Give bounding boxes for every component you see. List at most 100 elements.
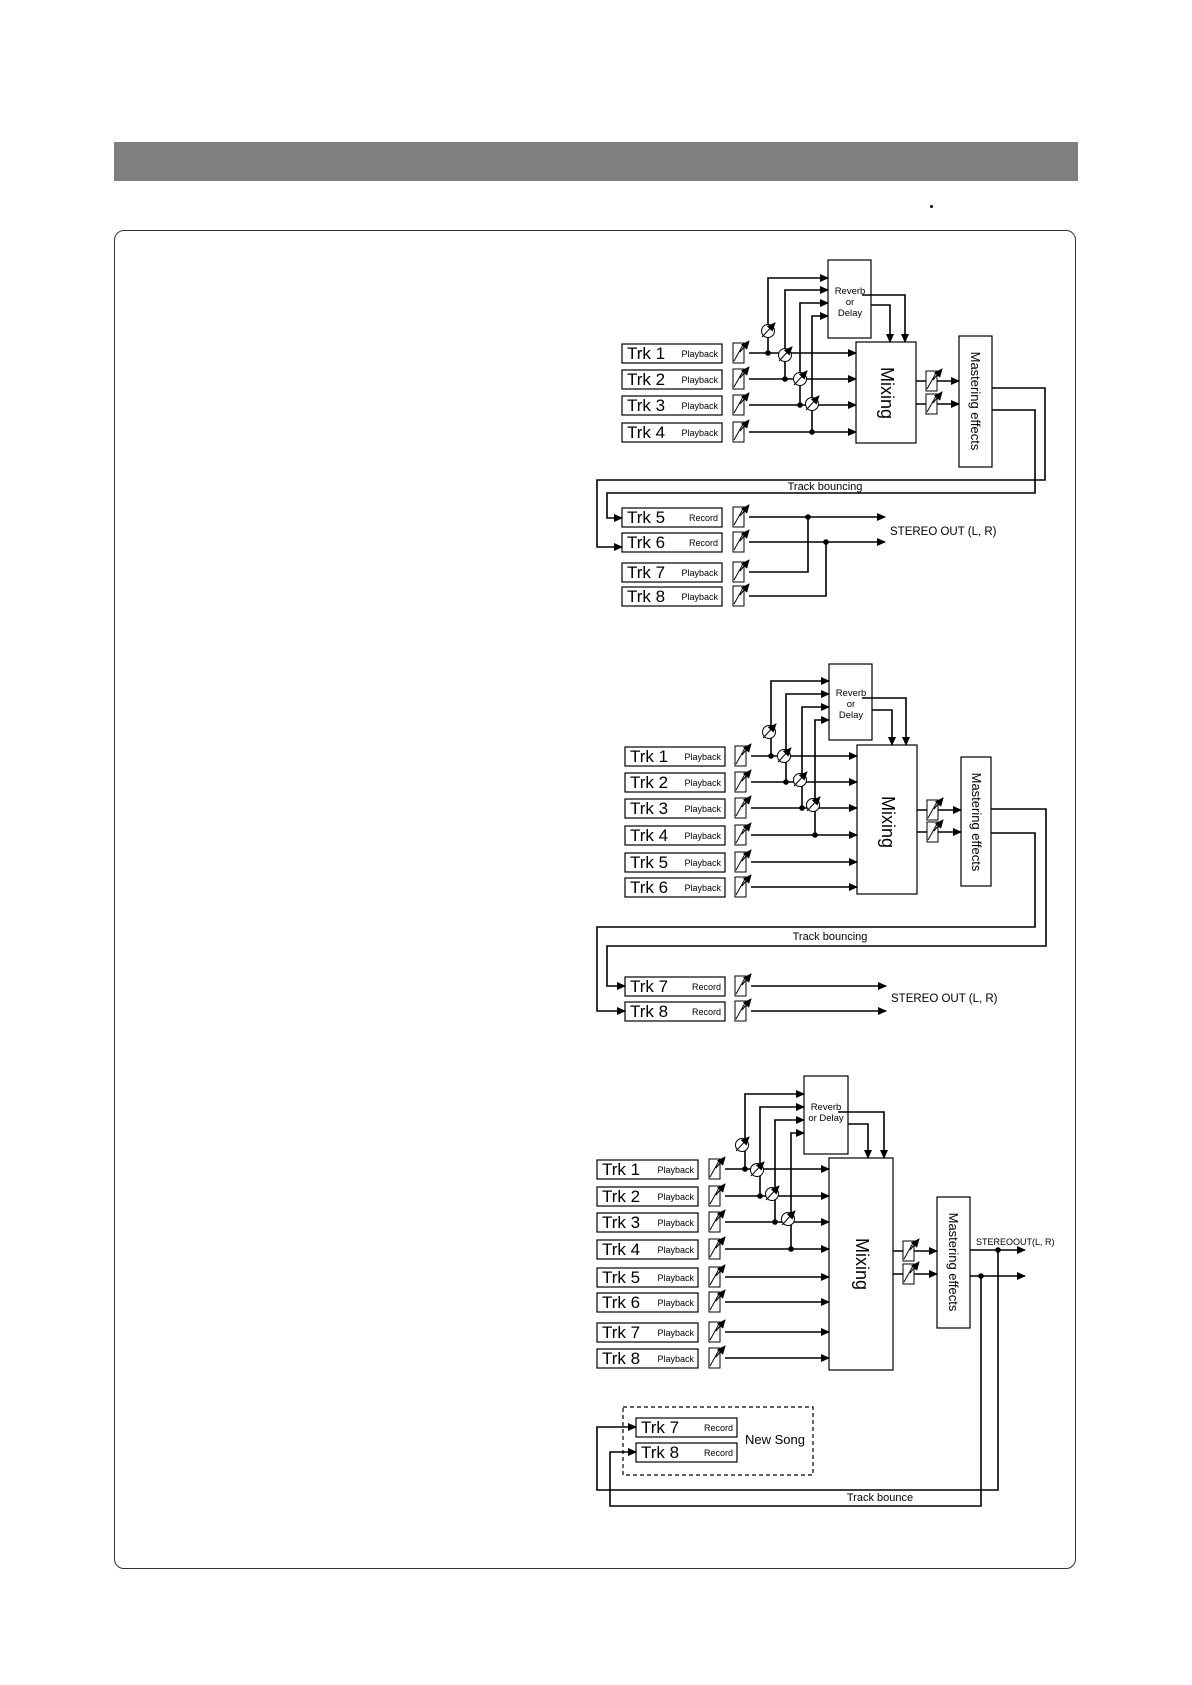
- fader-knob-arrow: [932, 368, 943, 381]
- diagrams.2-track-mode-5: Playback: [657, 1273, 694, 1283]
- diagrams.2-track-box-3: [596, 1212, 699, 1233]
- diagrams.0-track-box-8: [621, 586, 723, 607]
- diagrams.2-track-name-3: Trk 3: [602, 1213, 640, 1232]
- send-knob-arrow: [793, 771, 808, 787]
- diagrams.1-track-mode-3: Playback: [684, 804, 721, 814]
- trk7-to-out-l: [749, 517, 809, 573]
- send-to-reverb: [811, 312, 829, 432]
- fader-knob-arrow: [715, 1209, 726, 1222]
- mixing-block: [828, 1157, 894, 1371]
- diagrams.2-track-name-1: Trk 1: [602, 1160, 640, 1179]
- diagrams.0-track-mode-7: Playback: [681, 568, 718, 578]
- track-bounce-path-l: [596, 1250, 999, 1491]
- diagrams.2-track-box-2: [596, 1186, 699, 1207]
- mixing-block: [855, 341, 917, 444]
- send-knob-arrow: [778, 346, 793, 362]
- or-label: or: [847, 699, 855, 710]
- mastering-effects-block: [958, 335, 993, 468]
- diagrams.1-track-name-6: Trk 6: [630, 878, 668, 897]
- fader-knob-arrow: [741, 849, 752, 862]
- mastering-effects-block: [960, 756, 992, 887]
- track-bouncing-path-r: [596, 832, 1036, 1015]
- send-to-reverb: [774, 1116, 805, 1222]
- fader-knob-arrow: [739, 559, 750, 572]
- diagrams.0-track-box-1: [621, 343, 723, 364]
- diagrams.0-track-name-6: Trk 6: [627, 533, 665, 552]
- send-knob-arrow: [806, 796, 821, 812]
- diagrams.2-track-name-6: Trk 6: [602, 1293, 640, 1312]
- diagrams.0-track-box-4: [621, 422, 723, 443]
- fader-knob-arrow: [739, 366, 750, 379]
- send-to-reverb: [790, 1129, 805, 1249]
- new-song-track-name-2: Trk 8: [641, 1443, 679, 1462]
- fader-knob-arrow: [932, 391, 943, 404]
- diagrams.2-track-mode-6: Playback: [657, 1298, 694, 1308]
- reverb-delay-block: [828, 663, 873, 741]
- diagrams.0-track-name-5: Trk 5: [627, 508, 665, 527]
- mixing-label: Mixing: [877, 367, 897, 419]
- track-bouncing-label: Track bouncing: [793, 931, 868, 943]
- diagrams.1-track-name-4: Trk 4: [630, 826, 668, 845]
- diagrams.1-track-name-7: Trk 7: [630, 977, 668, 996]
- fader-knob-arrow: [739, 504, 750, 517]
- mixing-block: [856, 744, 918, 895]
- stereo-out-label: STEREO OUT (L, R): [890, 526, 997, 538]
- send-to-reverb: [799, 299, 829, 405]
- send-to-reverb: [814, 716, 830, 835]
- diagrams.0-track-box-6: [621, 532, 723, 553]
- mastering-label: Mastering effects: [968, 352, 983, 451]
- fader-knob-arrow: [715, 1236, 726, 1249]
- diagrams.2-track-box-7: [596, 1322, 699, 1343]
- or-label: or: [846, 297, 854, 308]
- diagrams.1-track-name-1: Trk 1: [630, 747, 668, 766]
- diagrams.0-track-box-3: [621, 395, 723, 416]
- diagrams.2-track-mode-1: Playback: [657, 1165, 694, 1175]
- section-header-bar: [114, 142, 1078, 181]
- diagrams.0-track-name-8: Trk 8: [627, 587, 665, 606]
- send-knob-arrow: [777, 747, 792, 763]
- fader-knob-arrow: [739, 340, 750, 353]
- send-knob-arrow: [793, 370, 808, 386]
- fader-knob-arrow: [741, 769, 752, 782]
- fader-knob-arrow: [715, 1183, 726, 1196]
- fader-knob-arrow: [741, 822, 752, 835]
- mastering-effects-block: [936, 1196, 971, 1329]
- diagrams.2-track-box-5: [596, 1267, 699, 1288]
- diagrams.0-track-name-2: Trk 2: [627, 370, 665, 389]
- fader-knob-arrow: [715, 1264, 726, 1277]
- diagrams.0-track-box-7: [621, 562, 723, 583]
- diagrams.1-track-box-5: [624, 852, 726, 873]
- diagrams.1-track-mode-5: Playback: [684, 858, 721, 868]
- diagrams.0-track-mode-3: Playback: [681, 401, 718, 411]
- diagrams.1-track-box-3: [624, 798, 726, 819]
- track-bouncing-path-r: [606, 409, 1036, 522]
- trk8-to-out-r: [749, 542, 827, 597]
- reverb-return-l: [872, 709, 896, 746]
- diagrams.1-track-mode-7: Record: [692, 982, 721, 992]
- diagrams.0-track-mode-8: Playback: [681, 592, 718, 602]
- diagrams.1-track-name-8: Trk 8: [630, 1002, 668, 1021]
- stereo-out-label: STEREO OUT (L, R): [891, 993, 998, 1005]
- diagrams.2-track-mode-3: Playback: [657, 1218, 694, 1228]
- diagrams.0-track-box-2: [621, 369, 723, 390]
- send-knob-arrow: [735, 1136, 750, 1152]
- mastering-label: Mastering effects: [946, 1213, 961, 1312]
- fader-knob-arrow: [933, 819, 944, 832]
- diagrams.0-track-mode-4: Playback: [681, 428, 718, 438]
- track-bounce-label: Track bounce: [847, 1492, 913, 1504]
- diagrams.1-track-mode-1: Playback: [684, 752, 721, 762]
- diagrams.1-track-box-6: [624, 877, 726, 898]
- diagrams.0-track-name-3: Trk 3: [627, 396, 665, 415]
- delay-label: Delay: [838, 308, 863, 319]
- fader-knob-arrow: [739, 529, 750, 542]
- diagrams.2-track-name-8: Trk 8: [602, 1349, 640, 1368]
- send-knob-arrow: [762, 723, 777, 739]
- reverb-return-r: [862, 294, 909, 343]
- diagrams.2-track-name-7: Trk 7: [602, 1323, 640, 1342]
- new-song-track-name-1: Trk 7: [641, 1418, 679, 1437]
- diagrams.1-track-name-2: Trk 2: [630, 773, 668, 792]
